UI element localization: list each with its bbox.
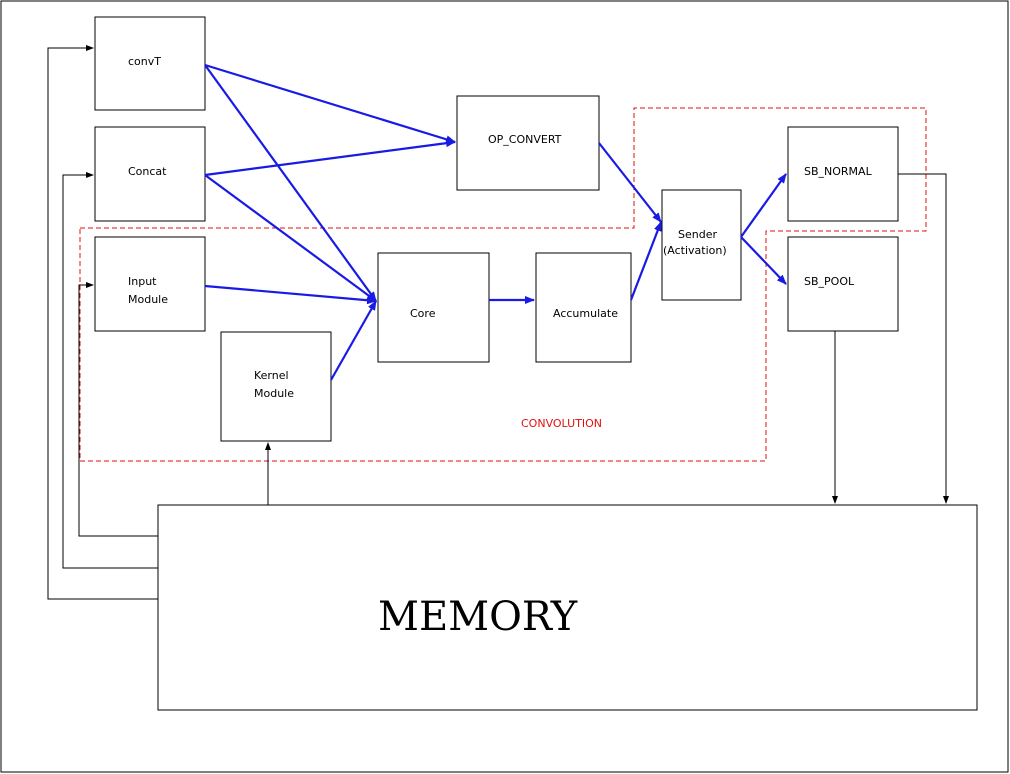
memory-connections xyxy=(47,45,949,600)
sb-normal-block: SB_NORMAL xyxy=(787,126,899,222)
sender-label-line1: Sender xyxy=(678,228,717,241)
memory-to-convt-line xyxy=(47,45,158,600)
memory-to-input-line xyxy=(78,282,158,537)
input-module-block: Input Module xyxy=(94,236,206,332)
sb-normal-label: SB_NORMAL xyxy=(804,165,873,178)
accumulate-label: Accumulate xyxy=(553,307,618,320)
concat-label: Concat xyxy=(128,165,167,178)
arrow-convt-to-core xyxy=(204,64,377,302)
core-block: Core xyxy=(377,252,490,363)
memory-label: MEMORY xyxy=(378,594,578,640)
kernel-module-block: Kernel Module xyxy=(220,331,332,442)
arrow-accumulate-to-sender xyxy=(629,221,663,301)
kernel-label-line2: Module xyxy=(254,387,294,400)
sbnormal-to-memory-line xyxy=(898,173,949,504)
accumulate-block: Accumulate xyxy=(535,252,632,363)
convt-block: convT xyxy=(94,16,206,111)
arrow-kernel-to-core xyxy=(330,300,377,381)
arrow-input-to-core xyxy=(204,284,377,305)
arrow-concat-to-core xyxy=(204,174,377,302)
memory-to-concat-line xyxy=(62,172,158,569)
arrow-sender-to-sbnormal xyxy=(740,173,787,238)
convt-label: convT xyxy=(128,55,161,68)
dataflow-arrows xyxy=(204,63,787,381)
input-label-line1: Input xyxy=(128,275,157,288)
op-convert-block: OP_CONVERT xyxy=(456,95,600,191)
sender-block: Sender (Activation) xyxy=(661,189,742,301)
op-convert-label: OP_CONVERT xyxy=(488,133,562,146)
arrow-concat-to-opconvert xyxy=(204,139,456,177)
kernel-label-line1: Kernel xyxy=(254,369,289,382)
arrow-convt-to-opconvert xyxy=(204,63,456,144)
sb-pool-block: SB_POOL xyxy=(787,236,899,332)
concat-block: Concat xyxy=(94,126,206,222)
sb-pool-label: SB_POOL xyxy=(804,275,855,288)
core-label: Core xyxy=(410,307,436,320)
arrow-opconvert-to-sender xyxy=(598,142,662,223)
arrow-sender-to-sbpool xyxy=(740,236,787,285)
convolution-label: CONVOLUTION xyxy=(521,417,602,430)
input-label-line2: Module xyxy=(128,293,168,306)
memory-block: MEMORY xyxy=(157,504,978,711)
sender-label-line2: (Activation) xyxy=(663,244,727,257)
